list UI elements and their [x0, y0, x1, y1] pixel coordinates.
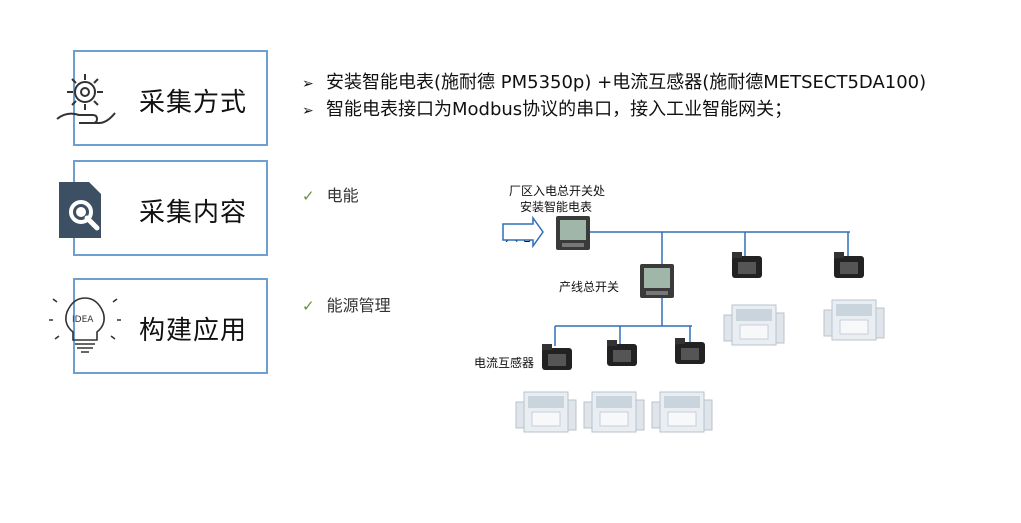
bullet-list: ➢安装智能电表(施耐德 PM5350p) +电流互感器(施耐德METSECT5D…	[302, 70, 926, 124]
input-arrow-icon	[502, 215, 544, 249]
idea-bulb-icon: IDEA	[49, 292, 121, 353]
section-label: 采集方式	[139, 88, 248, 118]
current-transformer	[542, 344, 572, 370]
section-build-application: IDEA 构建应用	[49, 278, 268, 374]
production-machine	[651, 391, 713, 433]
current-transformer	[834, 252, 864, 278]
checkmark-icon: ✓	[302, 187, 315, 205]
main-meter	[556, 216, 590, 250]
arrow-bullet-icon: ➢	[302, 103, 314, 119]
production-machine	[515, 391, 577, 433]
ct-label: 电流互感器	[474, 356, 535, 370]
bullet-item: ➢安装智能电表(施耐德 PM5350p) +电流互感器(施耐德METSECT5D…	[302, 70, 926, 97]
production-machine	[723, 304, 785, 346]
section-acquisition-content: 采集内容	[59, 160, 268, 256]
document-search-icon	[59, 182, 101, 238]
branch-switch-label: 产线总开关	[559, 280, 620, 294]
main-meter-label: 厂区入电总开关处	[509, 184, 606, 198]
production-machine	[823, 299, 885, 341]
idea-text: IDEA	[72, 315, 94, 325]
main-meter-label-2: 安装智能电表	[520, 200, 593, 214]
check-item: ✓能源管理	[302, 296, 391, 315]
section-label: 采集内容	[139, 198, 248, 228]
current-transformer	[607, 340, 637, 366]
branch-meter	[640, 264, 674, 298]
current-transformer	[732, 252, 762, 278]
checkmark-icon: ✓	[302, 297, 315, 315]
check-item: ✓电能	[302, 186, 359, 205]
section-label: 构建应用	[139, 316, 248, 346]
gear-hand-icon	[56, 74, 116, 124]
arrow-bullet-icon: ➢	[302, 76, 314, 92]
section-acquisition-method: 采集方式	[56, 50, 268, 146]
production-machine	[583, 391, 645, 433]
bullet-item: ➢智能电表接口为Modbus协议的串口，接入工业智能网关；	[302, 97, 926, 124]
